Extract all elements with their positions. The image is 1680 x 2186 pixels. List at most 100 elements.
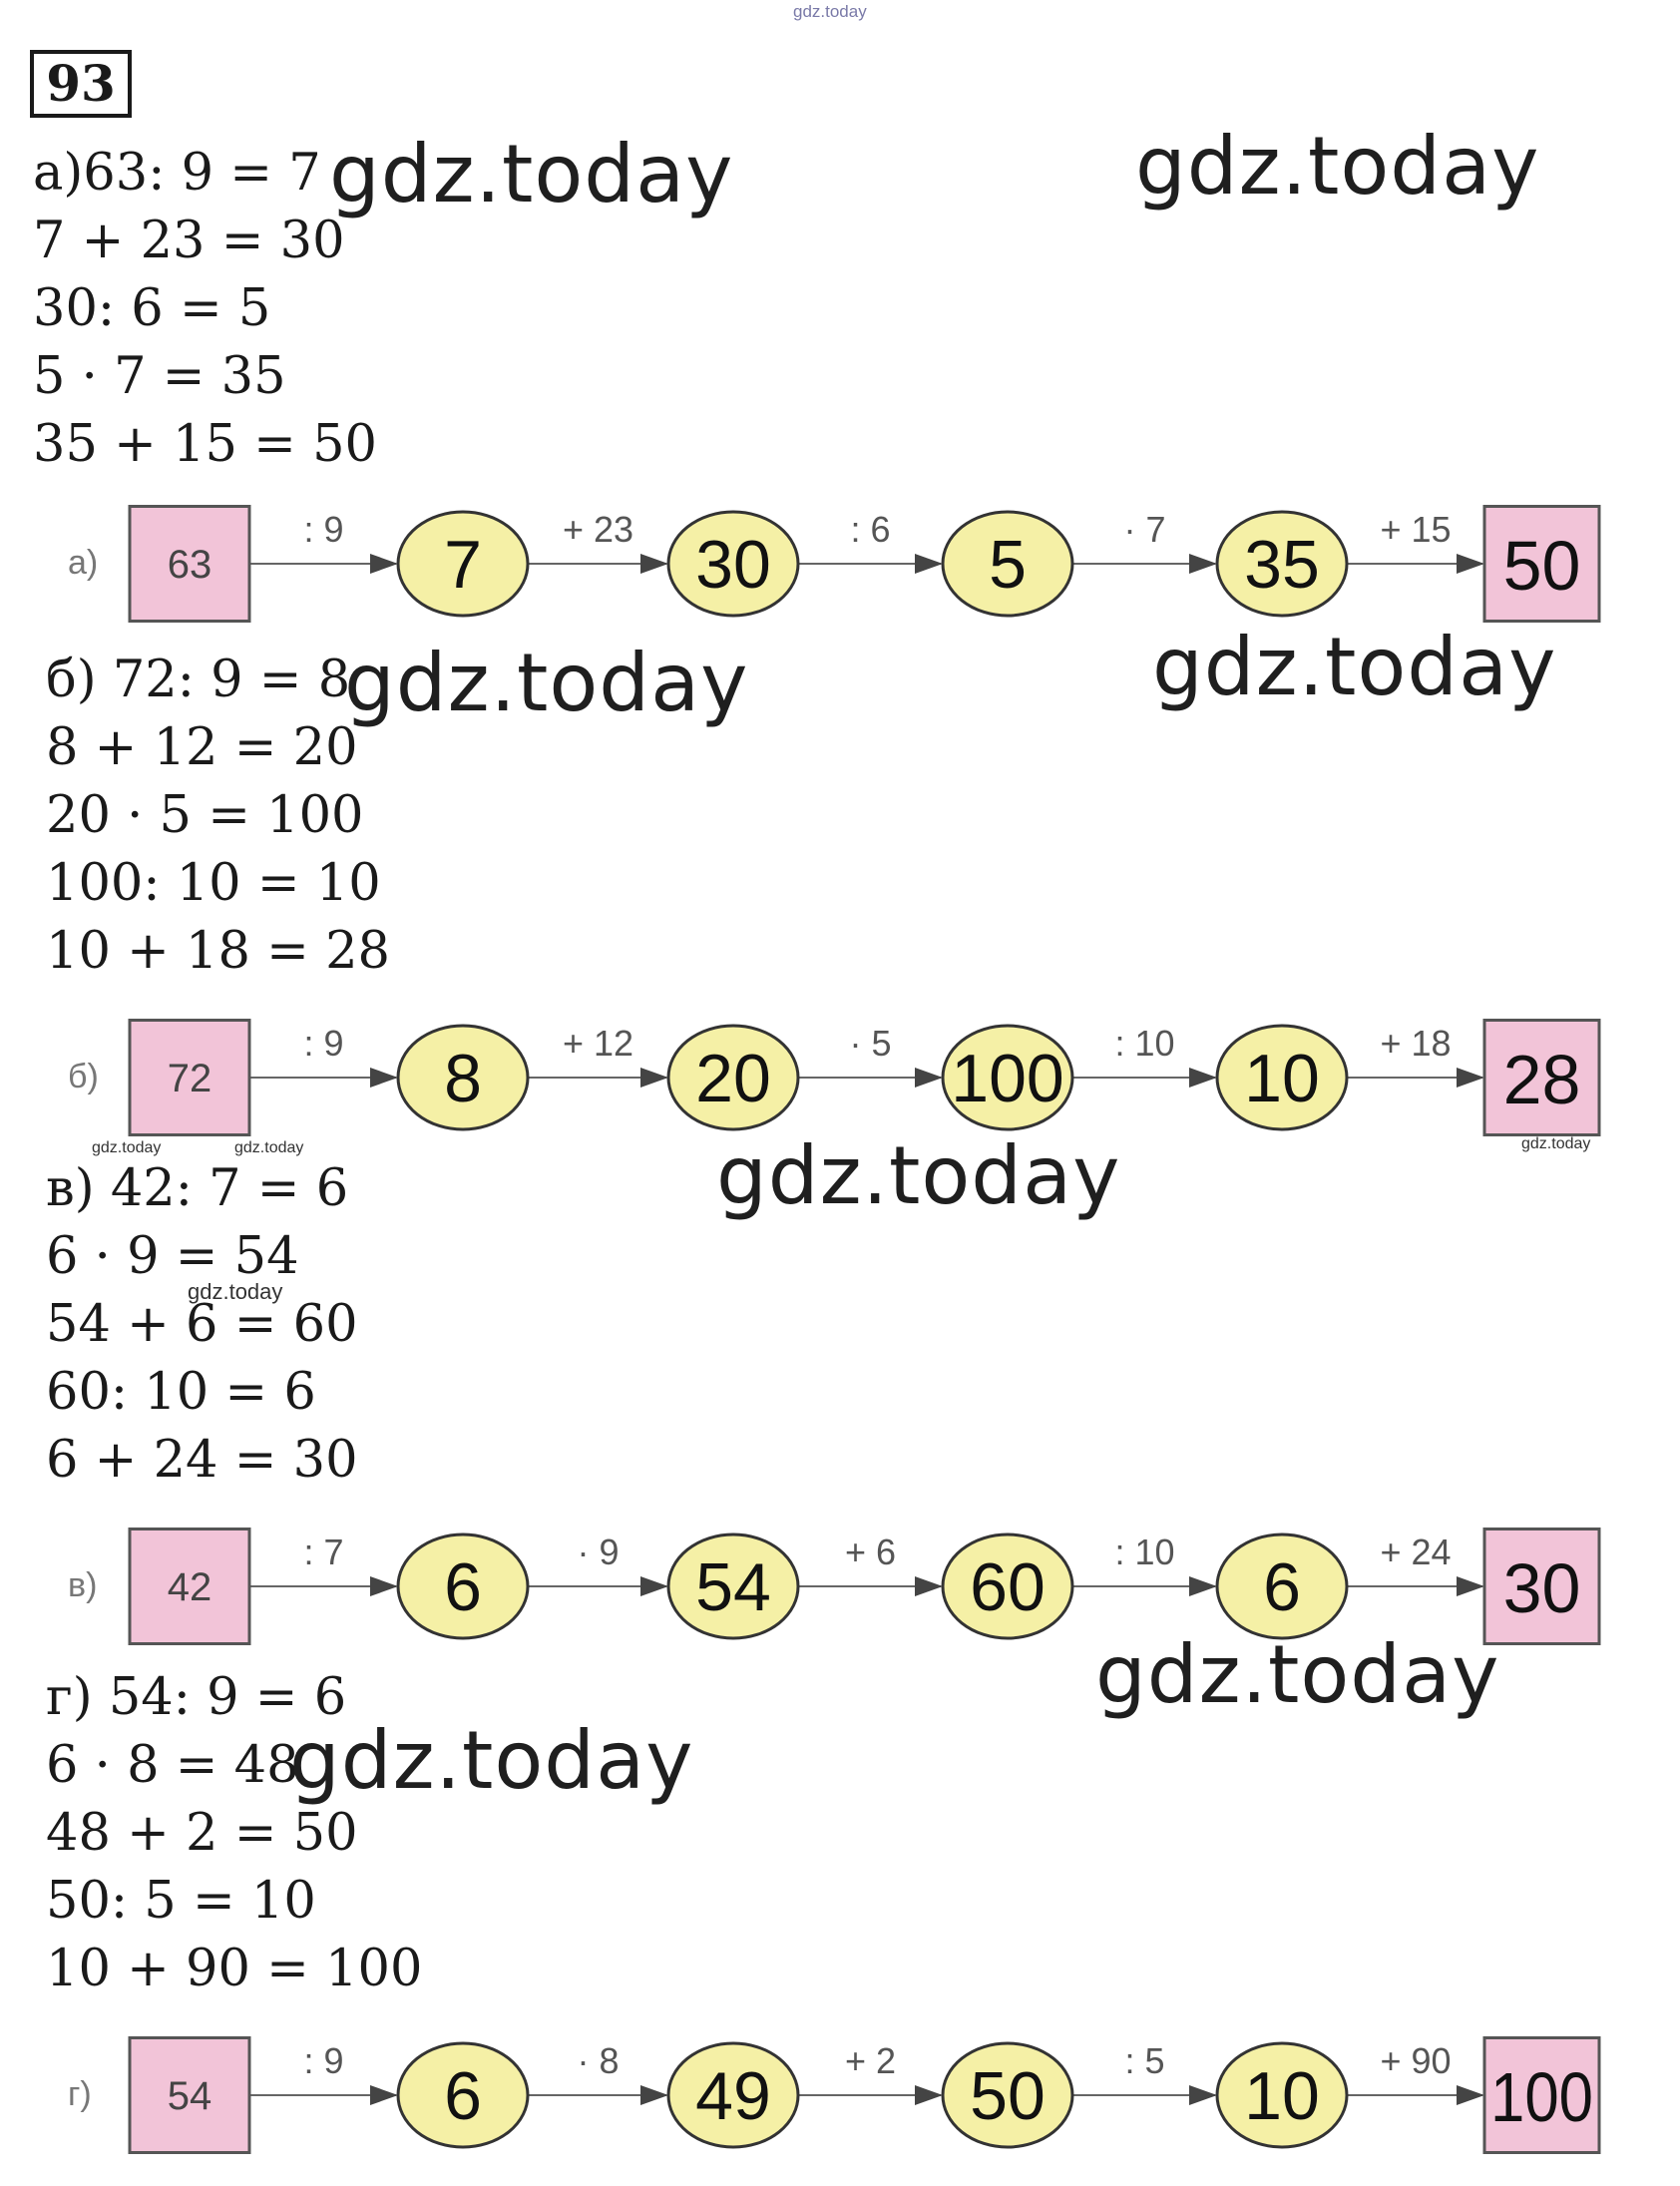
watermark: gdz.today xyxy=(1135,120,1540,213)
start-value: 54 xyxy=(168,2074,212,2118)
equation: б) 72: 9 = 8 xyxy=(46,651,351,709)
equation: 35 + 15 = 50 xyxy=(33,415,377,474)
handwritten-value: 6 xyxy=(444,2058,482,2134)
result-box xyxy=(1482,505,1601,623)
watermark: gdz.today xyxy=(1521,1135,1591,1152)
equation: 6 · 8 = 48 xyxy=(46,1736,299,1795)
handwritten-value: 20 xyxy=(695,1041,771,1116)
start-box xyxy=(128,505,251,623)
equation: 6 · 9 = 54 xyxy=(46,1227,299,1286)
operation-label: · 8 xyxy=(577,2040,619,2081)
equation: 8 + 12 = 20 xyxy=(46,718,358,777)
chain-label: а) xyxy=(68,544,98,582)
equation: 10 + 18 = 28 xyxy=(46,922,390,981)
watermark: gdz.today xyxy=(92,1139,162,1156)
equation: 54 + 6 = 60 xyxy=(46,1295,358,1354)
watermark: gdz.today xyxy=(1152,621,1557,713)
handwritten-value: 30 xyxy=(695,527,771,603)
start-box xyxy=(128,1019,251,1136)
handwritten-value: 6 xyxy=(1263,1549,1301,1625)
result-circle xyxy=(1215,1024,1349,1131)
operation-label: · 9 xyxy=(577,1531,619,1572)
operation-label: · 5 xyxy=(849,1023,891,1064)
equation: 60: 10 = 6 xyxy=(46,1363,316,1422)
operation-label: + 18 xyxy=(1380,1023,1451,1064)
result-circle xyxy=(1215,510,1349,618)
operation-label: + 12 xyxy=(563,1023,633,1064)
watermark: gdz.today xyxy=(188,1279,283,1304)
equation: 6 + 24 = 30 xyxy=(46,1431,358,1490)
handwritten-value: 8 xyxy=(444,1041,482,1116)
equation: 20 · 5 = 100 xyxy=(46,786,364,845)
operation-label: : 9 xyxy=(303,509,343,550)
handwritten-result: 50 xyxy=(1503,527,1581,605)
result-circle xyxy=(941,1024,1074,1131)
operation-label: : 9 xyxy=(303,1023,343,1064)
result-circle xyxy=(941,1532,1074,1640)
operation-label: + 24 xyxy=(1380,1531,1451,1572)
equation: 10 + 90 = 100 xyxy=(46,1940,423,1998)
watermark-top: gdz.today xyxy=(793,2,867,21)
handwritten-value: 49 xyxy=(695,2058,771,2134)
chain-label: г) xyxy=(68,2075,92,2113)
chain-label: б) xyxy=(68,1058,99,1095)
equation: в) 42: 7 = 6 xyxy=(46,1159,349,1218)
operation-label: : 10 xyxy=(1114,1023,1174,1064)
operation-label: : 7 xyxy=(303,1531,343,1572)
handwritten-result: 30 xyxy=(1503,1549,1581,1627)
start-box xyxy=(128,1528,251,1645)
result-circle xyxy=(1215,1532,1349,1640)
start-value: 42 xyxy=(168,1565,212,1609)
handwritten-value: 7 xyxy=(444,527,482,603)
equation: 7 + 23 = 30 xyxy=(33,212,345,270)
handwritten-value: 54 xyxy=(695,1549,771,1625)
handwritten-value: 6 xyxy=(444,1549,482,1625)
watermark: gdz.today xyxy=(716,1129,1121,1222)
operation-label: + 15 xyxy=(1380,509,1451,550)
result-circle xyxy=(396,1532,530,1640)
handwritten-value: 10 xyxy=(1244,1041,1320,1116)
result-circle xyxy=(941,2041,1074,2149)
watermark: gdz.today xyxy=(1095,1628,1500,1721)
result-box xyxy=(1482,2036,1601,2154)
equation: 100: 10 = 10 xyxy=(46,854,381,913)
handwritten-value: 50 xyxy=(970,2058,1046,2134)
handwritten-value: 60 xyxy=(970,1549,1046,1625)
chain-label: в) xyxy=(68,1566,97,1604)
operation-label: · 7 xyxy=(1123,509,1165,550)
chain-diagram-d: г) : 9 · 8 + 2 : 5 + 90 54 6 49 50 10 100 xyxy=(68,2036,1601,2154)
watermark: gdz.today xyxy=(289,1714,694,1807)
equation: а)63: 9 = 7 xyxy=(33,144,321,203)
operation-label: : 5 xyxy=(1124,2040,1164,2081)
equation: 48 + 2 = 50 xyxy=(46,1804,358,1863)
operation-label: + 2 xyxy=(845,2040,896,2081)
operation-label: : 6 xyxy=(850,509,890,550)
result-box xyxy=(1482,1019,1601,1136)
watermark: gdz.today xyxy=(344,637,749,729)
result-circle xyxy=(666,1532,800,1640)
operation-label: : 9 xyxy=(303,2040,343,2081)
watermark: gdz.today xyxy=(234,1139,304,1156)
equation: г) 54: 9 = 6 xyxy=(46,1668,347,1727)
start-value: 72 xyxy=(168,1057,212,1100)
result-circle xyxy=(396,1024,530,1131)
result-circle xyxy=(396,2041,530,2149)
handwritten-value: 5 xyxy=(989,527,1027,603)
handwritten-result: 100 xyxy=(1490,2058,1593,2136)
operation-label: : 10 xyxy=(1114,1531,1174,1572)
result-circle xyxy=(666,2041,800,2149)
result-circle xyxy=(396,510,530,618)
watermark: gdz.today xyxy=(329,128,734,220)
result-box xyxy=(1482,1528,1601,1645)
operation-label: + 90 xyxy=(1380,2040,1451,2081)
equation: 5 · 7 = 35 xyxy=(33,347,286,406)
exercise-number: 93 xyxy=(30,50,132,118)
handwritten-value: 10 xyxy=(1244,2058,1320,2134)
start-box xyxy=(128,2036,251,2154)
equation: 30: 6 = 5 xyxy=(33,279,271,338)
result-circle xyxy=(666,1024,800,1131)
handwritten-value: 100 xyxy=(951,1041,1063,1116)
